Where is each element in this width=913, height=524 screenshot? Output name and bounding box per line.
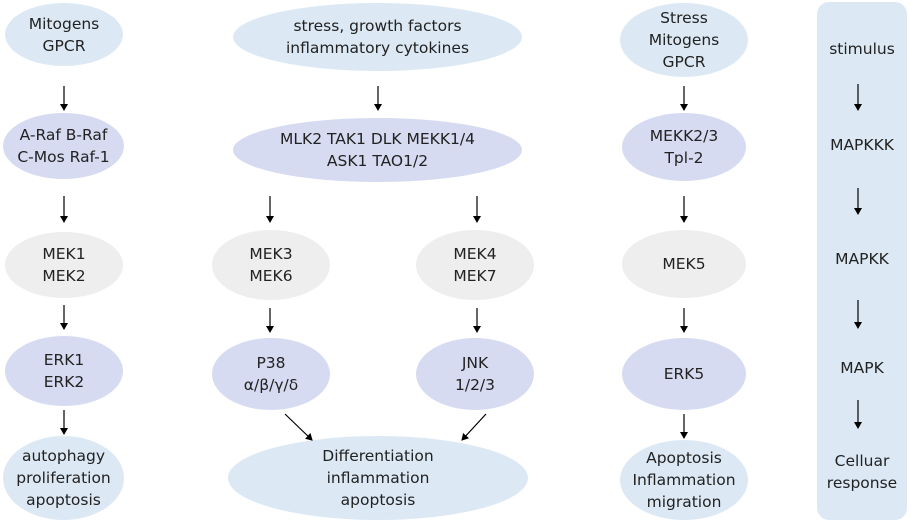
- node-text: Mitogens: [648, 31, 720, 49]
- node-text: Stress: [660, 9, 708, 27]
- legend-response-line: response: [826, 474, 898, 492]
- node-text: Inflammation: [632, 471, 736, 489]
- col3-mapk-node: ERK5: [622, 338, 746, 410]
- col2-stimulus-node: stress, growth factors inflammatory cyto…: [233, 3, 522, 71]
- col2-jnk-node: JNK 1/2/3: [416, 338, 534, 410]
- node-text: autophagy: [21, 447, 106, 465]
- node-text: α/β/γ/δ: [243, 376, 299, 394]
- node-text: ERK2: [43, 373, 85, 391]
- col2-response-node: Differentiation inflammation apoptosis: [228, 436, 528, 520]
- node-text: apoptosis: [26, 491, 101, 509]
- node-text: ASK1 TAO1/2: [326, 152, 429, 170]
- col1-stimulus-node: Mitogens GPCR: [5, 3, 123, 66]
- node-text: MEK3: [249, 245, 293, 263]
- arrow: [284, 413, 313, 441]
- col3-mapkk-node: MEK5: [622, 230, 746, 298]
- node-text: Differentiation: [322, 447, 434, 465]
- node-text: JNK: [461, 354, 489, 372]
- col2-p38-node: P38 α/β/γ/δ: [212, 338, 330, 410]
- col1-mapk-node: ERK1 ERK2: [5, 336, 123, 406]
- node-text: A-Raf B-Raf: [19, 126, 108, 144]
- node-text: MEK6: [249, 267, 293, 285]
- node-text: ERK5: [663, 365, 705, 383]
- col1-response-node: autophagy proliferation apoptosis: [3, 436, 124, 520]
- col2-mek47-node: MEK4 MEK7: [416, 230, 534, 300]
- col2-mapkkk-node: MLK2 TAK1 DLK MEKK1/4 ASK1 TAO1/2: [233, 118, 522, 182]
- node-text: Apoptosis: [646, 449, 722, 467]
- node-text: P38: [256, 354, 286, 372]
- legend-mapkkk: MAPKKK: [830, 136, 894, 154]
- node-text: 1/2/3: [454, 376, 496, 394]
- col3-response-node: Apoptosis Inflammation migration: [620, 440, 748, 520]
- col2-mek36-node: MEK3 MEK6: [212, 230, 330, 300]
- node-text: proliferation: [16, 469, 111, 487]
- col1-mapkkk-node: A-Raf B-Raf C-Mos Raf-1: [3, 113, 124, 179]
- arrow: [461, 413, 487, 441]
- node-text: Mitogens: [28, 14, 100, 33]
- node-text: MEK4: [453, 245, 497, 263]
- legend-panel: [817, 2, 907, 520]
- node-text: GPCR: [662, 53, 706, 71]
- legend-mapk: MAPK: [840, 359, 884, 377]
- node-text: inflammatory cytokines: [285, 39, 470, 57]
- node-text: apoptosis: [340, 491, 416, 509]
- node-text: MEK2: [42, 267, 86, 285]
- node-text: GPCR: [42, 36, 86, 55]
- legend-stimulus: stimulus: [829, 40, 895, 58]
- node-text: migration: [646, 493, 722, 511]
- col3-stimulus-node: Stress Mitogens GPCR: [620, 3, 748, 77]
- col3-mapkkk-node: MEKK2/3 Tpl-2: [622, 113, 746, 181]
- node-text: C-Mos Raf-1: [17, 148, 110, 166]
- node-text: MLK2 TAK1 DLK MEKK1/4: [280, 130, 475, 148]
- node-text: MEKK2/3: [649, 127, 719, 145]
- legend-response: Celluar response: [817, 450, 907, 494]
- node-text: MEK5: [662, 255, 706, 273]
- node-text: stress, growth factors: [293, 17, 462, 35]
- node-text: ERK1: [43, 351, 85, 369]
- node-text: MEK7: [453, 267, 497, 285]
- node-text: inflammation: [326, 469, 430, 487]
- col1-mapkk-node: MEK1 MEK2: [5, 232, 123, 298]
- legend-response-line: Celluar: [834, 452, 890, 470]
- node-text: MEK1: [42, 245, 86, 263]
- node-text: Tpl-2: [664, 149, 704, 167]
- legend-mapkk: MAPKK: [835, 250, 889, 268]
